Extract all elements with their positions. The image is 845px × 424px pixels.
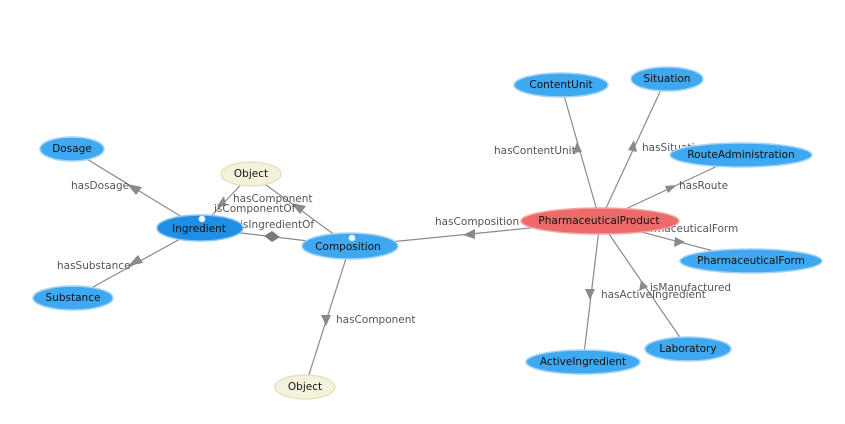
node-pharmaceutical-form[interactable]: PharmaceuticalForm bbox=[679, 248, 823, 274]
node-object-top[interactable]: Object bbox=[220, 161, 282, 187]
node-label-content-unit: ContentUnit bbox=[529, 79, 592, 91]
node-label-ingredient: Ingredient bbox=[172, 223, 226, 235]
node-label-pharmaceutical-product: PharmaceuticalProduct bbox=[538, 215, 659, 227]
edge-label-has-active-ingredient: hasActiveIngredient bbox=[601, 289, 706, 301]
edge-label-is-manufactured: isManufactured bbox=[650, 282, 731, 294]
arrow-has-content-unit bbox=[573, 142, 582, 153]
diamond-is-ingredient-of bbox=[264, 231, 280, 242]
node-ingredient[interactable]: Ingredient bbox=[156, 214, 244, 242]
node-label-pharmaceutical-form: PharmaceuticalForm bbox=[697, 255, 805, 267]
arrow-has-component-bottom bbox=[321, 315, 331, 326]
node-route-administration[interactable]: RouteAdministration bbox=[669, 142, 813, 168]
edge-label-is-component-of: isComponentOf bbox=[214, 203, 296, 215]
edge-label-has-substance: hasSubstance bbox=[57, 260, 130, 272]
arrow-has-dosage bbox=[127, 184, 142, 195]
node-handle-ingredient[interactable] bbox=[198, 215, 206, 223]
arrow-is-component-of bbox=[217, 196, 226, 206]
node-label-object-top: Object bbox=[234, 168, 268, 180]
node-pharmaceutical-product[interactable]: PharmaceuticalProduct bbox=[520, 207, 680, 235]
node-label-substance: Substance bbox=[46, 292, 101, 304]
edge-label-has-composition: hasComposition bbox=[435, 216, 519, 228]
node-label-dosage: Dosage bbox=[52, 143, 92, 155]
node-object-bottom[interactable]: Object bbox=[274, 374, 336, 400]
node-label-composition: Composition bbox=[315, 241, 381, 253]
edge-label-has-content-unit: hasContentUnit bbox=[494, 145, 576, 157]
node-substance[interactable]: Substance bbox=[32, 285, 114, 311]
node-laboratory[interactable]: Laboratory bbox=[644, 336, 732, 362]
node-label-laboratory: Laboratory bbox=[659, 343, 716, 355]
node-label-route-administration: RouteAdministration bbox=[687, 149, 794, 161]
arrow-has-component-top bbox=[291, 203, 306, 214]
edge-label-has-dosage: hasDosage bbox=[71, 180, 129, 192]
node-label-situation: Situation bbox=[644, 73, 691, 85]
nodes: Dosage Substance Ingredient Object Compo… bbox=[32, 66, 823, 400]
node-active-ingredient[interactable]: ActiveIngredient bbox=[525, 349, 641, 375]
arrow-has-active-ingredient bbox=[585, 289, 595, 300]
arrow-has-route bbox=[665, 185, 677, 193]
edge-labels: hasDosage hasSubstance hasComponent isCo… bbox=[57, 142, 738, 326]
node-content-unit[interactable]: ContentUnit bbox=[513, 72, 609, 98]
edge-markers bbox=[127, 140, 685, 326]
node-composition[interactable]: Composition bbox=[301, 232, 399, 260]
node-dosage[interactable]: Dosage bbox=[39, 136, 105, 162]
arrow-has-substance bbox=[128, 255, 143, 266]
node-label-active-ingredient: ActiveIngredient bbox=[540, 356, 626, 368]
edge-line-has-content-unit bbox=[560, 84, 601, 222]
arrow-is-manufactured bbox=[639, 280, 648, 291]
node-handle-composition[interactable] bbox=[348, 234, 356, 242]
edge-label-is-ingredient-of: isIngredientOf bbox=[240, 219, 314, 231]
arrow-has-situation bbox=[628, 140, 637, 152]
node-situation[interactable]: Situation bbox=[630, 66, 704, 92]
arrow-has-pharmaceutical-form bbox=[674, 237, 685, 247]
edge-label-has-component-top: hasComponent bbox=[233, 193, 313, 205]
node-label-object-bottom: Object bbox=[288, 381, 322, 393]
arrow-has-composition bbox=[463, 229, 475, 239]
edge-label-has-component-bottom: hasComponent bbox=[336, 314, 416, 326]
edge-label-has-route: hasRoute bbox=[679, 180, 728, 192]
